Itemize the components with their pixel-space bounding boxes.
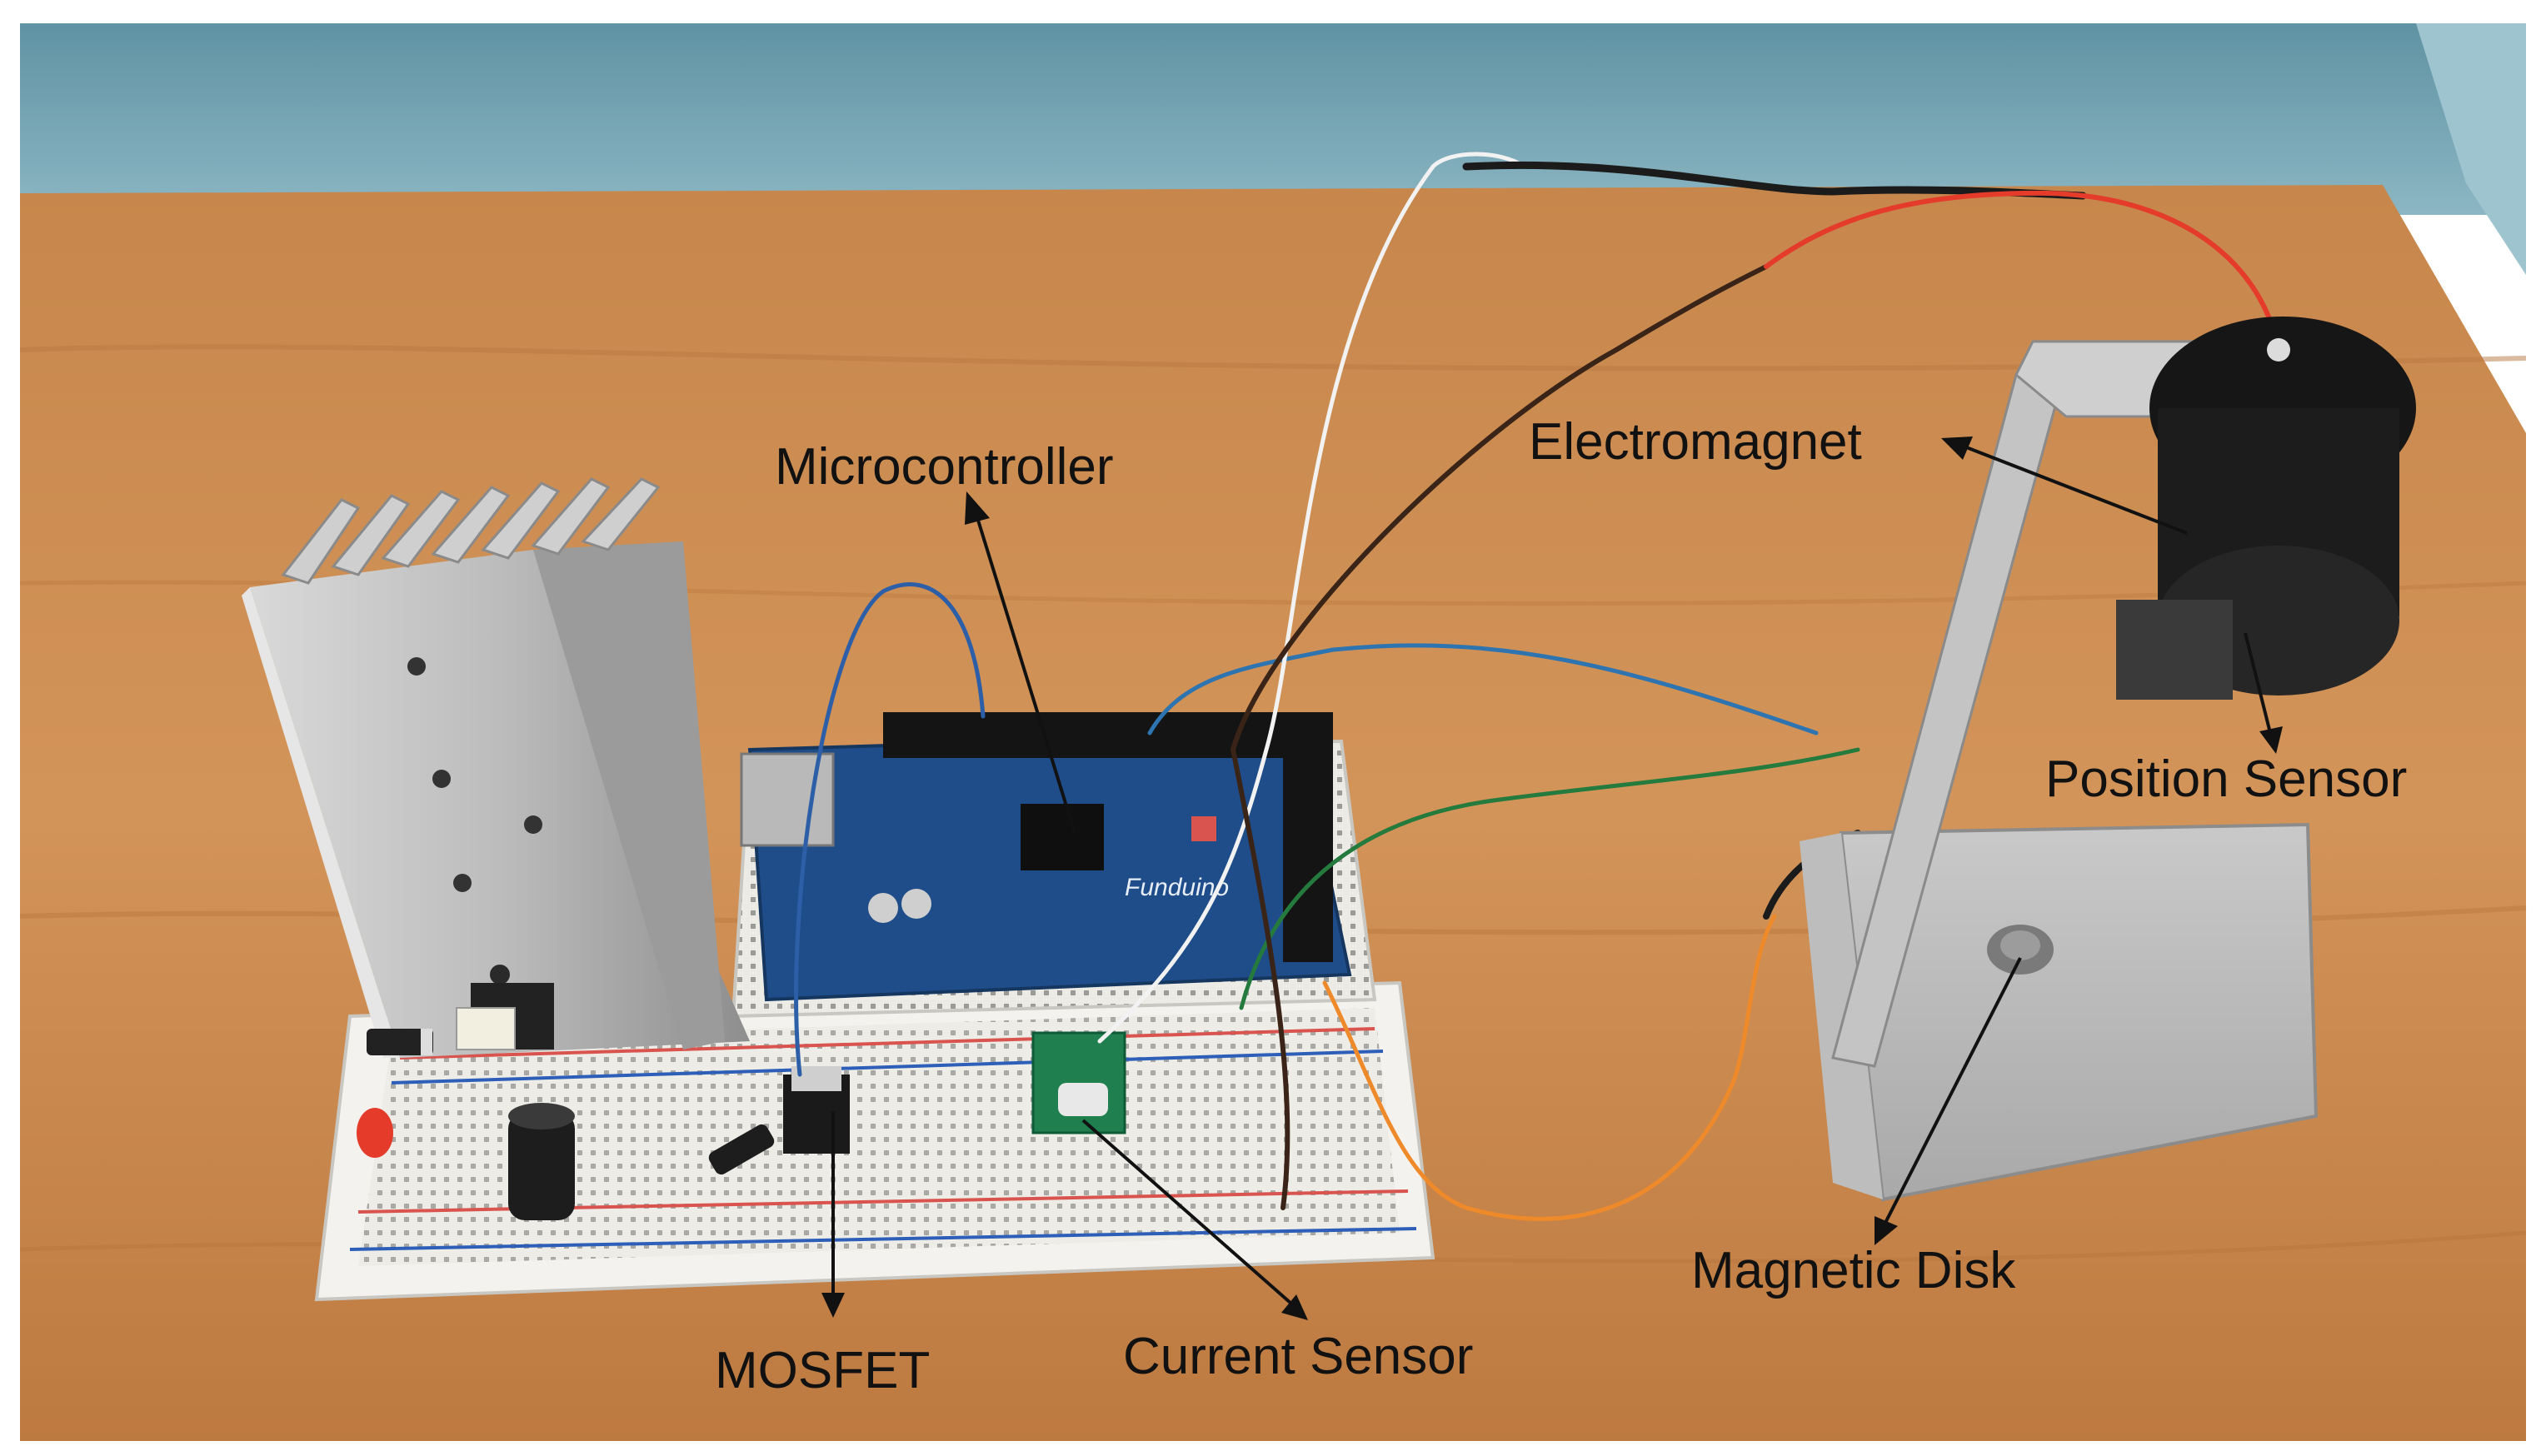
arrow-magnetic-disk	[1875, 957, 2022, 1245]
heat-sink	[242, 477, 750, 1058]
arrow-current-sensor	[1081, 1119, 1308, 1320]
label-magnetic-disk: Magnetic Disk	[1691, 1242, 2016, 1299]
board-brand-text: Funduino	[1125, 874, 1229, 901]
arrow-microcontroller	[965, 491, 1076, 834]
label-electromagnet: Electromagnet	[1529, 413, 1862, 471]
annotation-arrows	[821, 436, 2283, 1320]
label-current-sensor: Current Sensor	[1123, 1328, 1474, 1385]
wall	[20, 23, 2526, 215]
label-mosfet: MOSFET	[715, 1342, 931, 1399]
magnet-stand	[1800, 317, 2416, 1202]
arrow-electromagnet	[1941, 436, 2188, 535]
label-position-sensor: Position Sensor	[2045, 750, 2408, 808]
arduino-board: Funduino	[740, 712, 1352, 1002]
arrow-position-sensor	[2244, 632, 2283, 754]
label-microcontroller: Microcontroller	[775, 438, 1114, 496]
arrow-mosfet	[821, 1112, 845, 1318]
electronic-components	[357, 1007, 1126, 1220]
breadboard	[314, 980, 1435, 1302]
wall-corner	[2416, 23, 2526, 275]
